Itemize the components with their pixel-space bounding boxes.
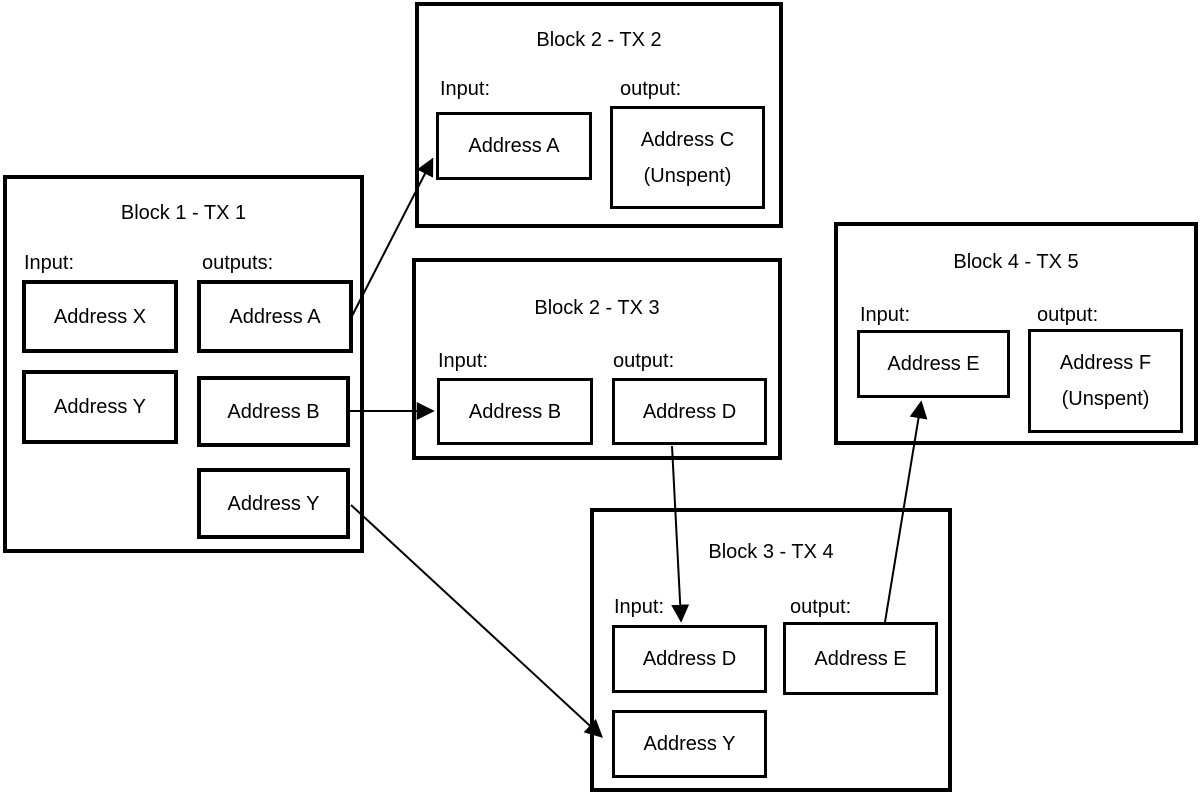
address-label: Address D (642, 648, 737, 670)
block1-outputs-label: outputs: (202, 252, 274, 274)
block2tx2-output-label: output: (620, 78, 682, 100)
block1-tx1: Block 1 - TX 1 Input: outputs: Address X… (3, 175, 364, 553)
block3tx4-output-label: output: (790, 596, 852, 618)
block1-output-address-a: Address A (197, 280, 353, 353)
block2tx2-input-label: Input: (440, 78, 491, 100)
block2-tx2: Block 2 - TX 2 Input: output: Address A … (415, 2, 783, 228)
address-label: Address C (640, 128, 735, 151)
block2-tx2-title: Block 2 - TX 2 (536, 29, 662, 51)
block3tx4-input-address-d: Address D (612, 625, 767, 693)
block4tx5-output-address-f: Address F (Unspent) (1028, 329, 1183, 433)
block2-tx3-title: Block 2 - TX 3 (534, 297, 660, 319)
address-label: Address F (1059, 352, 1152, 374)
address-label: Address D (642, 400, 737, 423)
address-label: Address A (468, 135, 560, 157)
address-label: Address B (227, 400, 320, 423)
block2tx3-input-address-b: Address B (437, 378, 593, 445)
address-label: Address A (229, 305, 321, 328)
block2tx3-input-label: Input: (438, 350, 489, 372)
block4tx5-input-label: Input: (860, 304, 911, 326)
block2tx3-output-label: output: (613, 350, 675, 372)
block1-input-label: Input: (24, 252, 75, 274)
arrow-block1-addressY-to-block3tx4-addressY (350, 504, 603, 738)
block4-tx5: Block 4 - TX 5 Input: output: Address E … (834, 222, 1198, 445)
block1-input-address-x: Address X (22, 280, 178, 353)
block4tx5-input-address-e: Address E (857, 330, 1010, 398)
block3tx4-input-address-y: Address Y (612, 710, 767, 778)
block1-output-address-b: Address B (197, 376, 350, 447)
block1-input-address-y: Address Y (22, 370, 178, 444)
block2tx2-output-address-c: Address C (Unspent) (610, 106, 765, 209)
address-label: Address B (468, 400, 562, 423)
address-label: Address X (53, 305, 147, 328)
address-label: Address E (814, 647, 907, 670)
block3tx4-output-address-e: Address E (783, 622, 938, 695)
block1-output-address-y: Address Y (197, 468, 350, 539)
block2tx2-input-address-a: Address A (436, 112, 592, 180)
block3-tx4-title: Block 3 - TX 4 (708, 541, 834, 563)
address-label: Address Y (643, 733, 736, 755)
block3-tx4: Block 3 - TX 4 Input: output: Address D … (590, 508, 952, 792)
block1-tx1-title: Block 1 - TX 1 (120, 202, 247, 224)
address-label: Address Y (54, 396, 146, 418)
address-note: (Unspent) (643, 164, 732, 187)
block4tx5-output-label: output: (1037, 304, 1099, 326)
address-note: (Unspent) (1061, 388, 1150, 410)
address-label: Address E (887, 353, 980, 375)
block2tx3-output-address-d: Address D (612, 378, 767, 445)
block3tx4-input-label: Input: (614, 596, 665, 618)
block2-tx3: Block 2 - TX 3 Input: output: Address B … (412, 258, 782, 460)
address-label: Address Y (227, 492, 320, 515)
block4-tx5-title: Block 4 - TX 5 (953, 251, 1079, 273)
